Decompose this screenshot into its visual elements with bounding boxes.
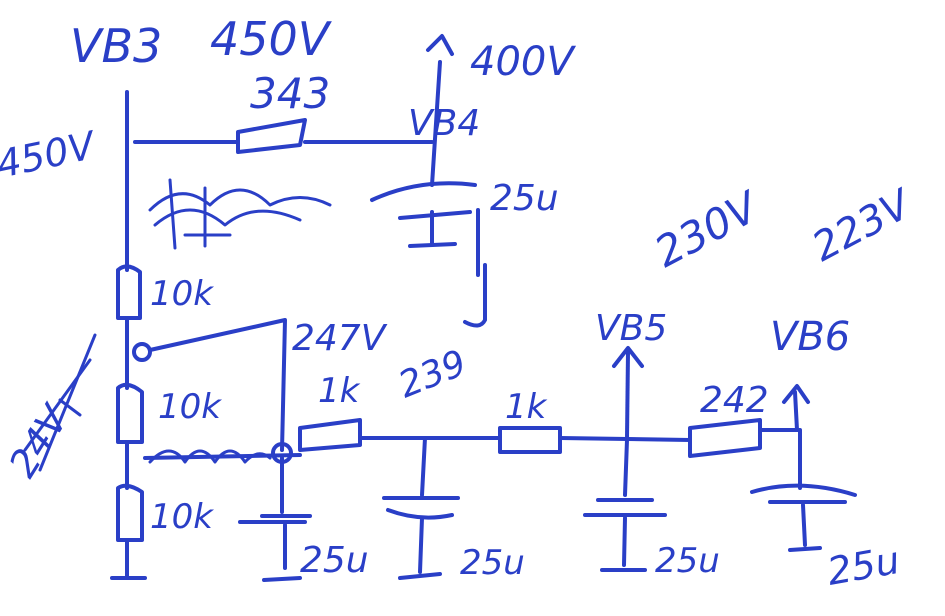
wires — [110, 34, 810, 580]
cross-stroke1 — [38, 333, 97, 472]
cap-top-ground — [408, 242, 457, 248]
label-400v: 400V — [470, 39, 576, 85]
resistor-343 — [236, 118, 307, 154]
crossed-24v — [23, 333, 97, 472]
label-vb4: VB4 — [408, 103, 480, 144]
cap-b-ground — [398, 572, 442, 580]
cap-b-leg2 — [418, 516, 424, 574]
cap-top-plate1 — [370, 181, 477, 202]
scribble-line1 — [148, 188, 332, 212]
cross-stroke3 — [58, 398, 82, 417]
vb6-riser — [793, 390, 799, 432]
cap-a-ground — [262, 576, 302, 582]
label-c25-d: 25u — [824, 538, 903, 594]
wire-bus-end — [758, 428, 802, 490]
cap-top-plate2 — [398, 210, 472, 220]
label-vb5: VB5 — [595, 308, 667, 349]
cap-top-tail — [463, 263, 487, 328]
cap-c-leg2 — [622, 516, 627, 567]
label-247v: 247V — [292, 318, 388, 359]
label-c25-top: 25u — [490, 178, 559, 219]
label-vb6: VB6 — [770, 314, 850, 360]
label-c25-a: 25u — [300, 540, 369, 581]
label-450v-left: 450V — [0, 123, 101, 187]
resistor-1k-b — [498, 426, 562, 454]
label-r1k-a: 1k — [318, 371, 361, 411]
cap-b-plate2 — [386, 508, 454, 520]
cap-d-leg2 — [801, 503, 807, 547]
wire-247-node — [148, 318, 287, 452]
cap-d-plate1 — [750, 483, 857, 497]
label-vb3: VB3 — [70, 19, 162, 73]
scratched-out-note — [148, 178, 332, 250]
label-230v: 230V — [647, 181, 769, 277]
scribble-line2 — [153, 208, 302, 227]
wire-bus-right — [558, 436, 692, 442]
vb4-riser — [430, 60, 442, 187]
resistor-10k-top — [116, 264, 142, 320]
capacitors — [238, 181, 857, 582]
label-c25-b: 25u — [460, 543, 525, 583]
label-242: 242 — [700, 380, 769, 421]
scribble-stroke1 — [168, 178, 177, 250]
resistor-squiggle — [148, 449, 272, 464]
vb4-arrowhead — [426, 34, 454, 56]
resistor-242 — [688, 418, 762, 458]
vb6-arrowhead — [782, 384, 810, 404]
label-r10k-top: 10k — [150, 274, 214, 314]
resistor-10k-mid — [116, 382, 144, 444]
cross-stroke2 — [23, 358, 92, 452]
label-r343: 343 — [250, 69, 330, 118]
vb5-riser — [625, 350, 630, 440]
label-24v: 24V — [0, 396, 78, 485]
resistors — [116, 118, 762, 542]
label-450v-top: 450V — [210, 12, 333, 66]
cap-d-ground — [788, 546, 822, 552]
junction-bus — [271, 442, 293, 464]
junctions — [132, 342, 293, 464]
label-r1k-b: 1k — [505, 387, 548, 427]
label-c25-c: 25u — [655, 541, 720, 581]
label-r10k-mid: 10k — [158, 387, 222, 427]
vb5-arrowhead — [612, 346, 644, 368]
cap-b-leg — [420, 436, 427, 497]
label-r10k-bot: 10k — [150, 497, 214, 537]
resistor-10k-bot — [116, 483, 144, 542]
resistor-1k-a — [298, 418, 362, 452]
label-223v: 223V — [805, 180, 920, 271]
label-239: 239 — [393, 343, 472, 407]
cap-c-leg — [623, 438, 629, 497]
junction-247 — [132, 342, 152, 362]
